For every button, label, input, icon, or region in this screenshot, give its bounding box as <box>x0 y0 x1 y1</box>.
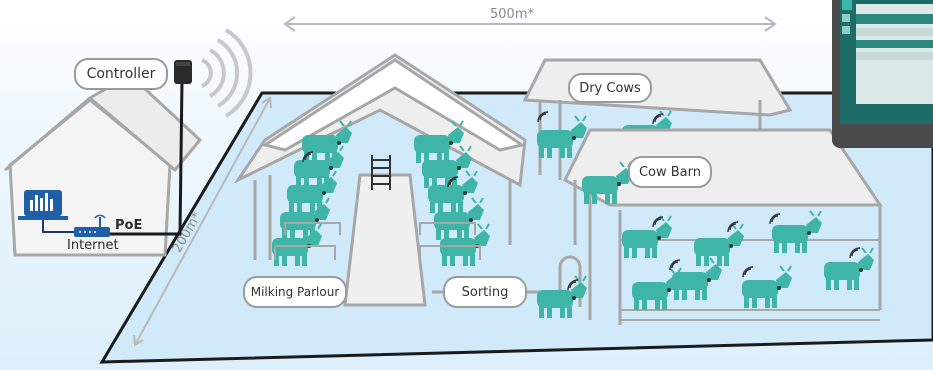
depth-arrow <box>133 96 272 347</box>
router-icon <box>74 214 110 237</box>
wifi-waves <box>201 28 253 118</box>
parlour-rails <box>274 222 481 260</box>
sorting-label: Sorting <box>443 276 527 308</box>
ladder <box>371 155 391 190</box>
poe-label: PoE <box>115 218 143 233</box>
dry-cows-label: Dry Cows <box>568 73 652 103</box>
poe-cable <box>110 79 184 236</box>
monitor <box>832 0 933 148</box>
laptop-icon <box>18 190 68 220</box>
width-dimension: 500m* <box>490 7 534 22</box>
width-arrow <box>283 16 777 32</box>
controller-label: Controller <box>74 58 168 90</box>
milking-parlour <box>233 53 527 307</box>
internet-label: Internet <box>67 238 119 253</box>
lan-cable <box>42 220 75 233</box>
controller-device <box>174 60 192 84</box>
milking-parlour-label: Milking Parlour <box>243 276 347 308</box>
cow-barn-label: Cow Barn <box>628 156 712 188</box>
